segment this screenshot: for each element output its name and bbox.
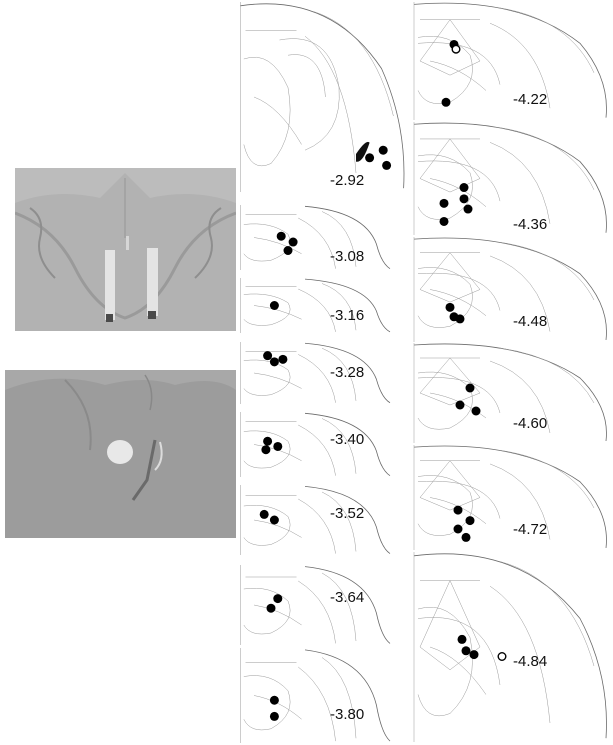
atlas-outline-icon bbox=[413, 552, 607, 742]
bregma-coordinate-label: -3.64 bbox=[330, 589, 365, 606]
atlas-outline-icon bbox=[240, 342, 391, 404]
placement-dot-filled bbox=[453, 524, 463, 534]
right-atlas-section-1 bbox=[410, 2, 610, 120]
placement-dot-filled bbox=[259, 509, 269, 519]
atlas-outline-icon bbox=[413, 122, 607, 235]
right-atlas-section-2 bbox=[410, 122, 610, 235]
placement-dot-filled bbox=[263, 436, 273, 446]
atlas-outline-icon bbox=[413, 445, 607, 550]
bregma-coordinate-label: -3.80 bbox=[330, 706, 365, 723]
placement-dot-filled bbox=[382, 160, 392, 170]
atlas-outline-icon bbox=[413, 2, 607, 120]
right-atlas-section-6 bbox=[410, 552, 610, 742]
placement-dot-filled bbox=[439, 216, 449, 226]
bregma-coordinate-label: -3.40 bbox=[330, 431, 365, 448]
brain-slice-photo-icon bbox=[5, 370, 236, 538]
placement-dot-filled bbox=[273, 594, 283, 604]
placement-dot-filled bbox=[461, 532, 471, 542]
placement-dot-filled bbox=[261, 445, 271, 455]
right-atlas-section-5 bbox=[410, 445, 610, 550]
bregma-coordinate-label: -3.08 bbox=[330, 248, 365, 265]
atlas-outline-icon bbox=[240, 412, 391, 477]
bregma-coordinate-label: -3.28 bbox=[330, 364, 365, 381]
bregma-coordinate-label: -4.22 bbox=[513, 91, 548, 108]
left-atlas-section-5 bbox=[237, 412, 407, 477]
right-atlas-section-3 bbox=[410, 237, 610, 342]
placement-dot-filled bbox=[441, 97, 451, 107]
atlas-outline-icon bbox=[413, 237, 607, 342]
placement-dot-filled bbox=[269, 357, 279, 367]
placement-dot-filled bbox=[269, 515, 279, 525]
bregma-coordinate-label: -3.16 bbox=[330, 307, 365, 324]
placement-dot-open bbox=[497, 651, 507, 661]
histology-photo-top bbox=[15, 168, 236, 331]
placement-dot-filled bbox=[465, 516, 475, 526]
bregma-coordinate-label: -4.60 bbox=[513, 415, 548, 432]
placement-dot-open bbox=[451, 44, 461, 54]
placement-dot-filled bbox=[276, 231, 286, 241]
placement-dot-filled bbox=[445, 302, 455, 312]
bregma-coordinate-label: -4.48 bbox=[513, 313, 548, 330]
atlas-outline-icon bbox=[240, 205, 391, 270]
placement-dot-filled bbox=[269, 301, 279, 310]
placement-dot-filled bbox=[453, 505, 463, 515]
bregma-coordinate-label: -4.36 bbox=[513, 216, 548, 233]
atlas-outline-icon bbox=[240, 278, 391, 333]
atlas-outline-icon bbox=[240, 565, 391, 645]
lesion-mark bbox=[356, 141, 370, 162]
placement-dot-filled bbox=[278, 354, 288, 364]
bregma-coordinate-label: -4.72 bbox=[513, 521, 548, 538]
right-atlas-section-4 bbox=[410, 343, 610, 443]
left-atlas-section-1 bbox=[237, 2, 407, 192]
placement-dot-filled bbox=[465, 383, 475, 393]
atlas-outline-icon bbox=[413, 343, 607, 443]
bregma-coordinate-label: -3.52 bbox=[330, 505, 365, 522]
placement-dot-filled bbox=[266, 603, 276, 613]
bregma-coordinate-label: -2.92 bbox=[330, 172, 365, 189]
histology-photo-bottom bbox=[5, 370, 236, 538]
placement-dot-filled bbox=[469, 650, 479, 660]
placement-dot-filled bbox=[365, 153, 375, 163]
placement-dot-filled bbox=[459, 183, 469, 193]
left-atlas-section-3 bbox=[237, 278, 407, 333]
left-atlas-section-7 bbox=[237, 565, 407, 645]
bregma-coordinate-label: -4.84 bbox=[513, 653, 548, 670]
brain-slice-photo-icon bbox=[15, 168, 236, 331]
placement-dot-filled bbox=[457, 634, 467, 644]
left-atlas-section-4 bbox=[237, 342, 407, 404]
left-atlas-section-2 bbox=[237, 205, 407, 270]
placement-dot-filled bbox=[455, 400, 465, 410]
placement-dot-filled bbox=[471, 406, 481, 416]
placement-dot-filled bbox=[288, 237, 298, 247]
left-atlas-section-8 bbox=[237, 648, 407, 743]
placement-dot-filled bbox=[269, 711, 279, 721]
atlas-outline-icon bbox=[240, 485, 391, 555]
placement-dot-filled bbox=[459, 194, 469, 204]
atlas-outline-icon bbox=[240, 648, 391, 743]
placement-dot-filled bbox=[461, 646, 471, 656]
placement-dot-filled bbox=[378, 145, 388, 155]
placement-dot-filled bbox=[283, 246, 293, 255]
placement-dot-filled bbox=[273, 441, 283, 451]
placement-dot-filled bbox=[439, 198, 449, 208]
placement-dot-filled bbox=[455, 314, 465, 324]
left-atlas-section-6 bbox=[237, 485, 407, 555]
atlas-outline-icon bbox=[240, 2, 405, 192]
placement-dot-filled bbox=[463, 204, 473, 214]
placement-dot-filled bbox=[263, 351, 273, 361]
placement-dot-filled bbox=[269, 695, 279, 705]
